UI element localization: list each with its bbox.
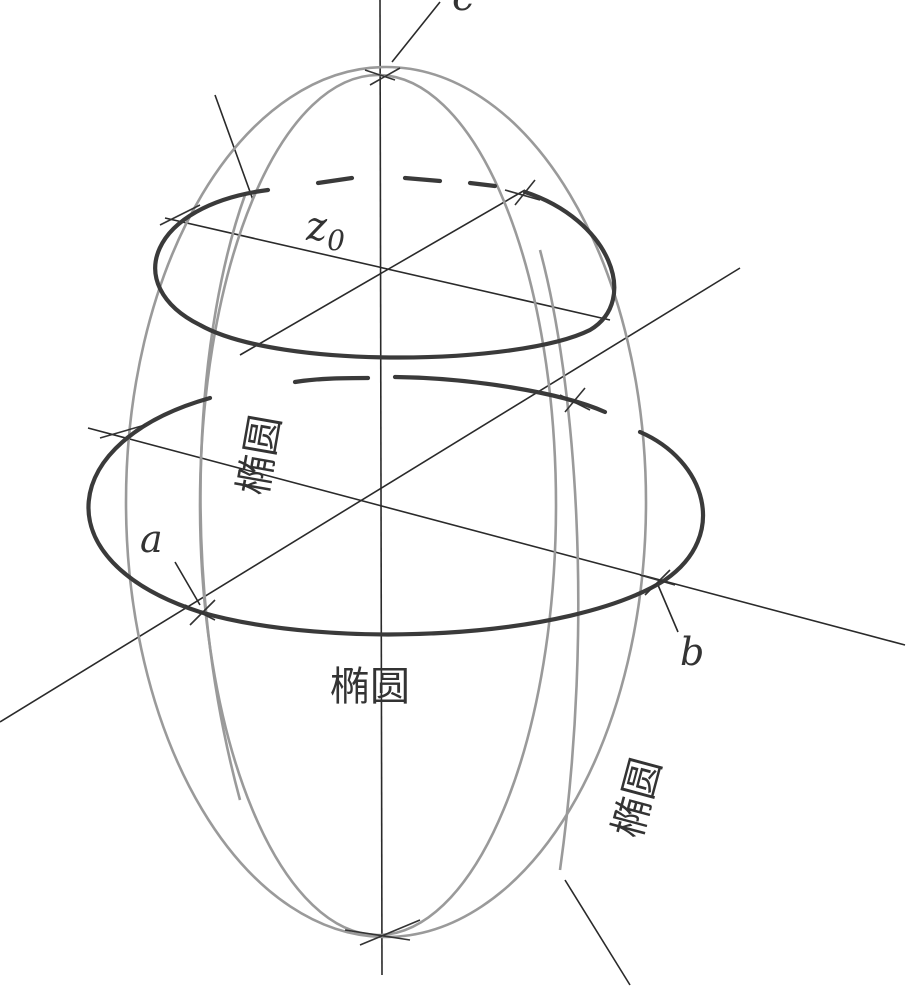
label-ellipse-right: 椭圆 xyxy=(605,753,670,842)
label-z0: z0 xyxy=(305,204,345,257)
upper-section-ellipse-front xyxy=(153,187,617,360)
lower-right-leader-line xyxy=(564,879,631,986)
upper-section-ellipse-back-dash-1 xyxy=(315,175,355,186)
y-axis xyxy=(0,267,741,723)
label-a: a xyxy=(140,517,163,561)
label-c: c xyxy=(452,0,474,20)
ellipsoid-meridian-tilted xyxy=(199,194,247,801)
x-axis xyxy=(87,427,906,646)
upper-section-ellipse-back-dash-2 xyxy=(402,175,443,184)
middle-section-ellipse-back-left xyxy=(292,375,371,385)
middle-section-ellipse-back-right xyxy=(392,374,608,415)
label-b: b xyxy=(680,630,704,674)
label-ellipse-bottom: 椭圆 xyxy=(330,664,410,710)
ellipsoid-meridian-right xyxy=(538,249,580,871)
b-pointer-line xyxy=(657,584,679,633)
label-ellipse-left: 椭圆 xyxy=(231,412,290,499)
intersection-ticks xyxy=(99,67,676,946)
a-pointer-line xyxy=(174,561,201,606)
c-pointer-line xyxy=(391,1,441,63)
upper-section-diagonal xyxy=(239,189,526,356)
upper-section-ellipse-back-dash-3 xyxy=(467,180,498,189)
middle-section-ellipse-front xyxy=(86,395,705,637)
